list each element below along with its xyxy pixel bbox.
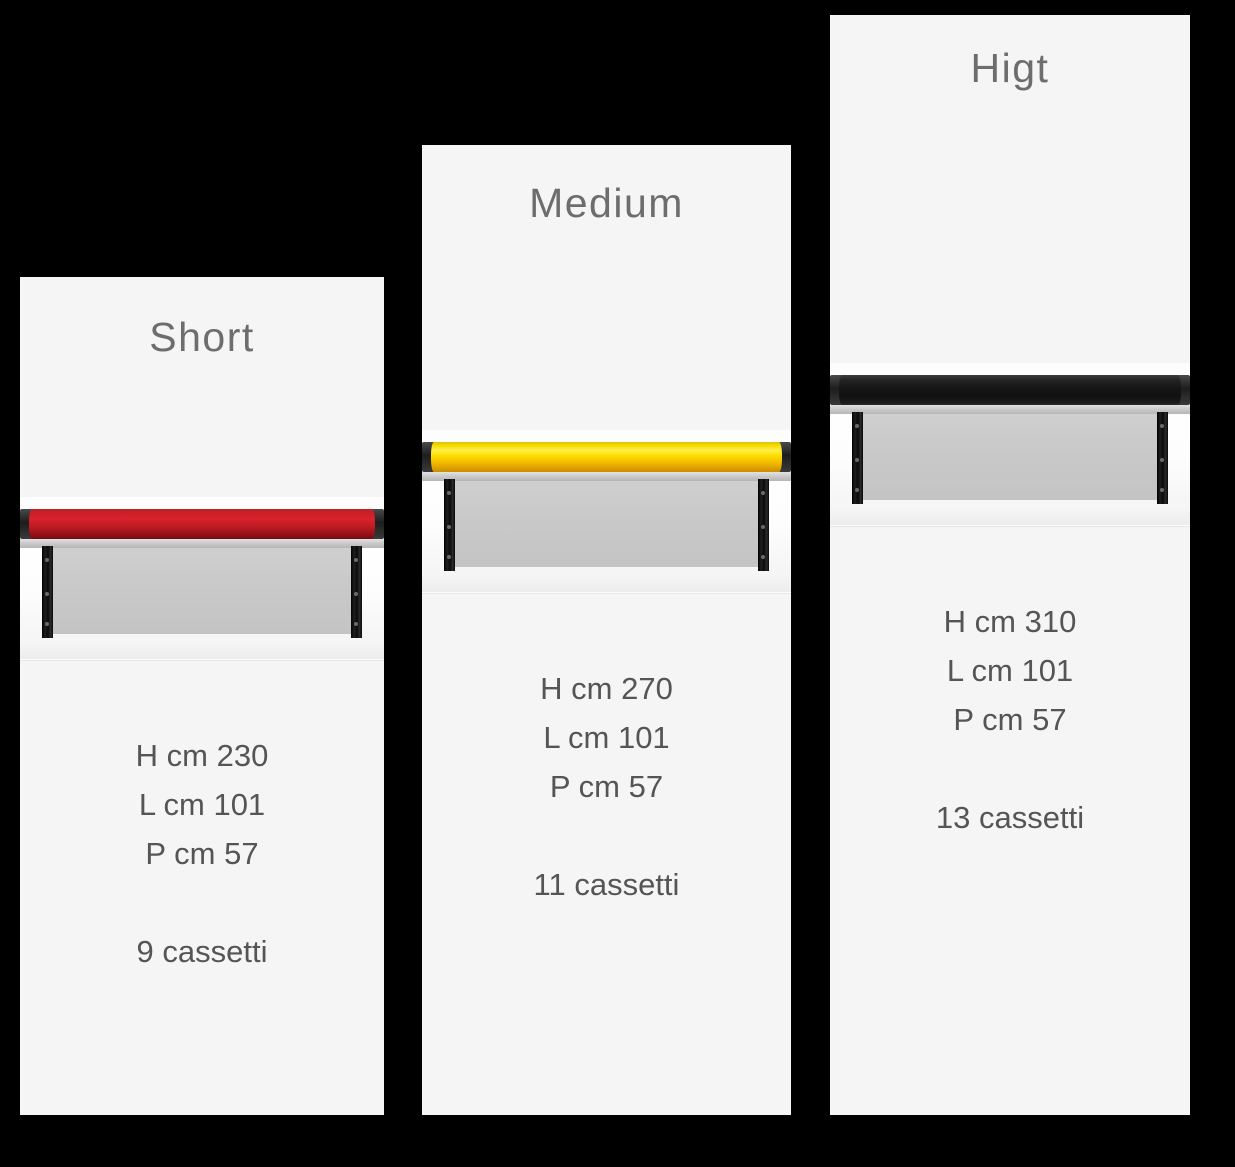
product-photo-short [20,497,384,661]
spec-drawer-count: 13 cassetti [935,799,1085,835]
rail-screw-icon [354,558,358,562]
lid-face [431,442,782,472]
rail-screw-icon [354,622,358,626]
spec-depth: P cm 57 [953,701,1067,737]
drawer-slide-rail-left [42,546,53,638]
cabinet-base [830,503,1190,525]
lid-face [839,374,1181,405]
rail-screw-icon [45,558,49,562]
spec-drawer-count: 9 cassetti [136,934,268,969]
spec-length: L cm 101 [138,787,266,822]
spec-length: L cm 101 [946,652,1074,688]
product-card-higt[interactable]: Higt H cm 310 L [830,15,1190,1115]
title-spacer [830,89,1190,363]
open-drawer-front [50,548,354,634]
spec-depth: P cm 57 [145,836,259,871]
rail-screw-icon [855,423,859,428]
cabinet-top-bar-yellow [422,442,791,472]
product-photo-higt [830,362,1190,527]
drawer-slide-rail-left [444,479,455,571]
open-drawer-front [860,413,1160,500]
specs-spacer [20,976,384,1115]
drawer-slide-rail-right [351,546,362,638]
spec-list-short: H cm 230 L cm 101 P cm 57 9 cassetti [20,661,384,976]
cabinet-base [20,638,384,659]
rail-screw-icon [855,487,859,492]
cabinet-shelf-edge [830,404,1190,414]
specs-spacer [830,842,1190,1116]
rail-screw-icon [45,622,49,626]
specs-spacer [422,909,791,1115]
spec-height: H cm 230 [135,738,269,773]
spec-drawer-count: 11 cassetti [533,867,680,902]
product-photo-medium [422,430,791,594]
product-card-medium[interactable]: Medium H cm 270 [422,145,791,1115]
rail-screw-icon [1160,487,1164,492]
rail-screw-icon [1160,423,1164,428]
cabinet-top-bar-black [830,374,1190,405]
title-spacer [422,224,791,430]
spec-list-higt: H cm 310 L cm 101 P cm 57 13 cassetti [830,527,1190,842]
rail-screw-icon [761,555,765,559]
rail-screw-icon [855,457,859,462]
cabinet-shelf-edge [422,472,791,481]
card-title-medium: Medium [529,180,684,226]
cabinet-shelf-edge [20,539,384,548]
rail-screw-icon [447,555,451,559]
drawer-slide-rail-left [852,411,863,504]
rail-screw-icon [447,525,451,529]
card-title-short: Short [149,314,255,360]
rail-screw-icon [354,592,358,596]
product-card-short[interactable]: Short H cm 230 [20,277,384,1115]
rail-screw-icon [761,491,765,495]
spec-list-medium: H cm 270 L cm 101 P cm 57 11 cassetti [422,594,791,909]
card-title-higt: Higt [970,45,1050,91]
spec-depth: P cm 57 [549,769,664,804]
spec-height: H cm 310 [943,603,1077,639]
drawer-slide-rail-right [1157,411,1168,504]
drawer-slide-rail-right [758,479,769,571]
title-spacer [20,358,384,497]
spec-length: L cm 101 [543,720,670,755]
rail-screw-icon [1160,457,1164,462]
cabinet-top-bar-red [20,509,384,539]
rail-screw-icon [45,592,49,596]
rail-screw-icon [447,491,451,495]
lid-face [29,509,375,539]
cabinet-base [422,571,791,592]
rail-screw-icon [761,525,765,529]
spec-height: H cm 270 [540,671,673,706]
open-drawer-front [452,481,761,567]
